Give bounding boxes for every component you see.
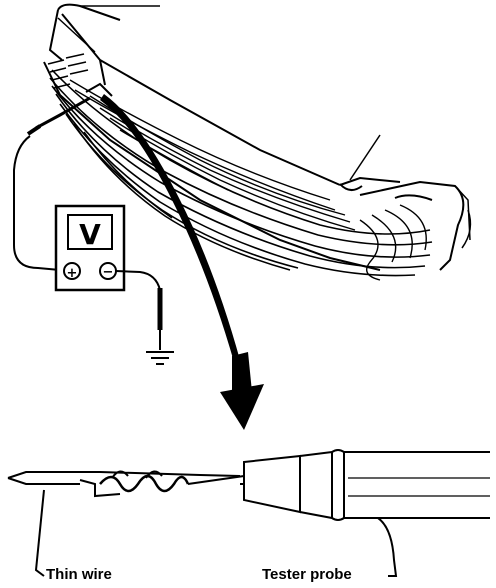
tester-probe-icon bbox=[7, 449, 490, 577]
positive-test-lead bbox=[13, 96, 91, 271]
ground-icon bbox=[146, 351, 174, 365]
arrow-down-icon bbox=[100, 94, 264, 430]
thin-wire-label: Thin wire bbox=[46, 566, 112, 583]
negative-test-lead bbox=[115, 270, 163, 350]
voltmeter-display: V bbox=[79, 218, 101, 251]
tester-probe-label: Tester probe bbox=[262, 566, 352, 583]
negative-terminal: − bbox=[103, 265, 114, 280]
positive-terminal: + bbox=[67, 266, 78, 281]
voltmeter-icon: V + − bbox=[54, 204, 126, 292]
